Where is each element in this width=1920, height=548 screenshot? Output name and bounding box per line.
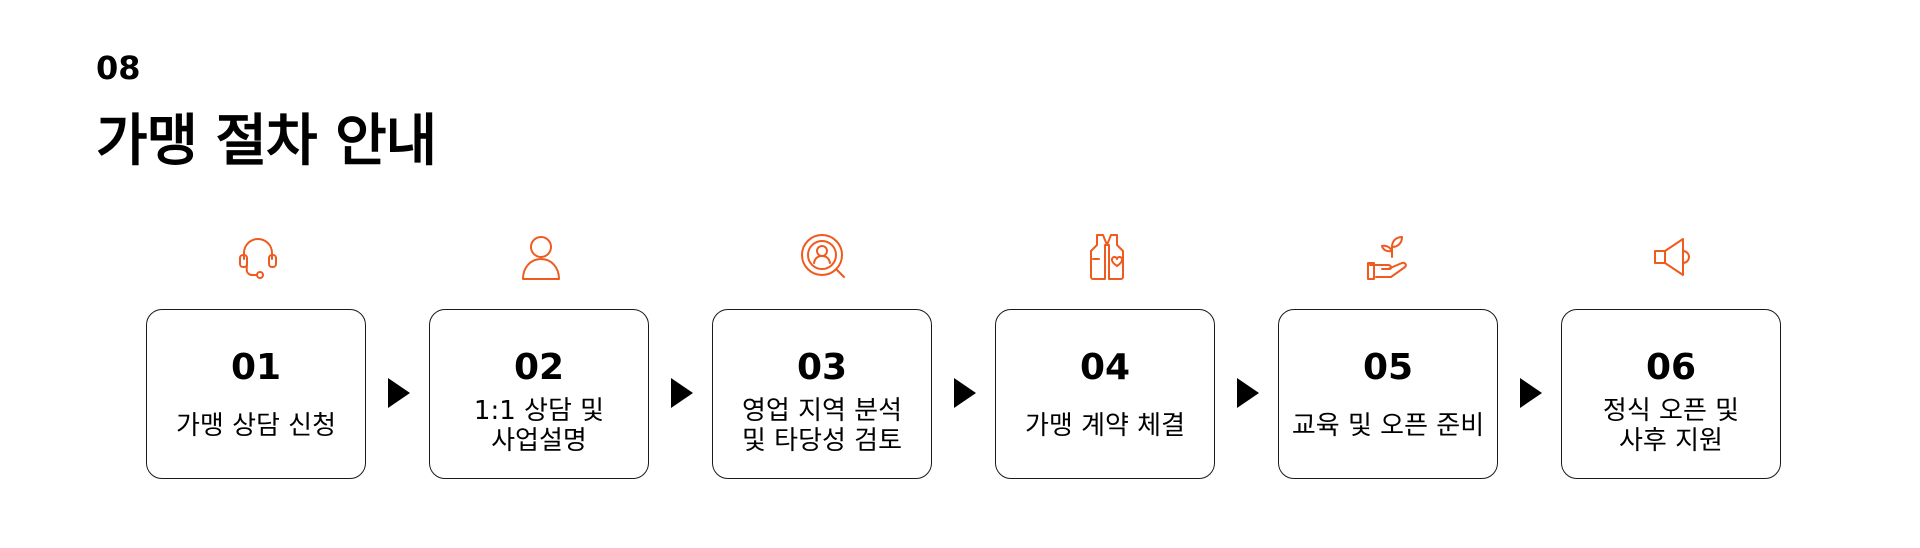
step-5: 05 교육 및 오픈 준비: [1278, 225, 1502, 485]
step-number: 02: [513, 347, 565, 388]
step-4: 04 가맹 계약 체결: [995, 225, 1219, 485]
step-card: 04 가맹 계약 체결: [995, 309, 1215, 479]
search-person-icon: [796, 229, 852, 285]
step-2: 02 1:1 상담 및 사업설명: [429, 225, 653, 485]
step-label: 정식 오픈 및 사후 지원: [1602, 396, 1740, 456]
arrow-right-icon: [1520, 378, 1542, 408]
step-number: 04: [1079, 347, 1131, 388]
step-label: 교육 및 오픈 준비: [1291, 411, 1485, 441]
page-title: 가맹 절차 안내: [96, 109, 437, 174]
step-card: 03 영업 지역 분석 및 타당성 검토: [712, 309, 932, 479]
headset-icon: [230, 229, 286, 285]
arrow-right-icon: [388, 378, 410, 408]
step-number: 05: [1362, 347, 1414, 388]
step-1: 01 가맹 상담 신청: [146, 225, 370, 485]
step-label: 영업 지역 분석 및 타당성 검토: [741, 396, 903, 456]
step-label: 1:1 상담 및 사업설명: [473, 396, 605, 456]
section-number: 08: [96, 49, 141, 87]
arrow-right-icon: [671, 378, 693, 408]
step-6: 06 정식 오픈 및 사후 지원: [1561, 225, 1785, 485]
arrow-right-icon: [1237, 378, 1259, 408]
step-card: 01 가맹 상담 신청: [146, 309, 366, 479]
process-steps: 01 가맹 상담 신청 02 1:1 상담 및 사업설명: [146, 225, 1786, 485]
step-card: 02 1:1 상담 및 사업설명: [429, 309, 649, 479]
step-number: 01: [230, 347, 282, 388]
step-number: 06: [1645, 347, 1697, 388]
step-label: 가맹 상담 신청: [175, 411, 337, 441]
person-icon: [513, 229, 569, 285]
vest-heart-icon: [1079, 229, 1135, 285]
arrow-right-icon: [954, 378, 976, 408]
step-card: 06 정식 오픈 및 사후 지원: [1561, 309, 1781, 479]
step-card: 05 교육 및 오픈 준비: [1278, 309, 1498, 479]
step-label: 가맹 계약 체결: [1024, 411, 1186, 441]
hand-sprout-icon: [1362, 229, 1418, 285]
megaphone-icon: [1645, 229, 1701, 285]
step-3: 03 영업 지역 분석 및 타당성 검토: [712, 225, 936, 485]
step-number: 03: [796, 347, 848, 388]
